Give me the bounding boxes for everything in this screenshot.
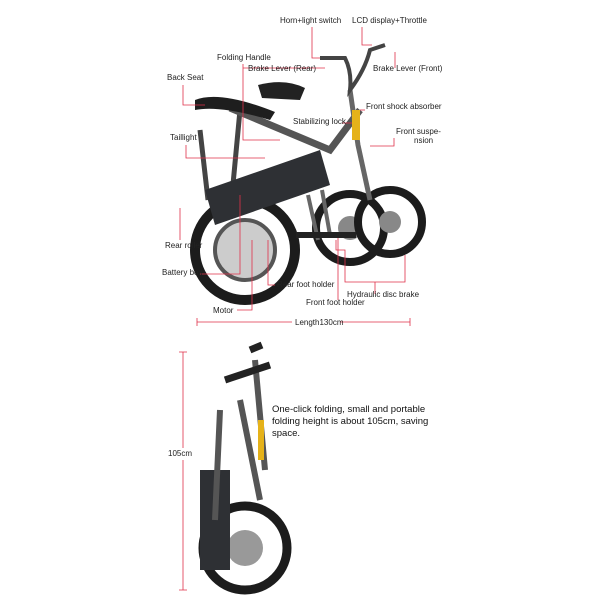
label-stabilizing-lock: Stabilizing lock <box>293 117 346 126</box>
label-brake-lever-rear: Brake Lever (Rear) <box>248 64 317 73</box>
label-taillight: Taillight <box>170 133 197 142</box>
note-line-1: One-click folding, small and portable <box>272 404 426 415</box>
label-back-seat: Back Seat <box>167 73 204 82</box>
label-front-suspension-line1: Front suspe- <box>396 127 441 136</box>
folding-description: One-click folding, small and portable fo… <box>272 404 428 440</box>
label-length: Length130cm <box>295 318 344 327</box>
label-hydraulic-disc-brake: Hydraulic disc brake <box>347 290 420 299</box>
note-line-3: space. <box>272 428 300 439</box>
label-lcd-display: LCD display+Throttle <box>352 16 427 25</box>
label-brake-lever-front: Brake Lever (Front) <box>373 64 443 73</box>
label-rear-roller: Rear roller <box>165 241 203 250</box>
label-rear-foot-holder: Rear foot holder <box>277 280 335 289</box>
label-front-suspension-line2: nsion <box>414 136 434 145</box>
label-front-foot-holder: Front foot holder <box>306 298 365 307</box>
label-horn-light-switch: Horn+light switch <box>280 16 342 25</box>
label-height: 105cm <box>168 449 193 458</box>
leader-lines <box>179 27 411 591</box>
label-battery-box: Battery box <box>162 268 203 277</box>
label-folding-handle: Folding Handle <box>217 53 271 62</box>
label-front-shock-absorber: Front shock absorber <box>366 102 442 111</box>
trike-folded <box>198 341 292 595</box>
note-line-2: folding height is about 105cm, saving <box>272 416 429 427</box>
label-front-suspension: Front suspe-nsion <box>396 127 441 145</box>
label-motor: Motor <box>213 306 234 315</box>
trike-unfolded <box>190 43 426 305</box>
